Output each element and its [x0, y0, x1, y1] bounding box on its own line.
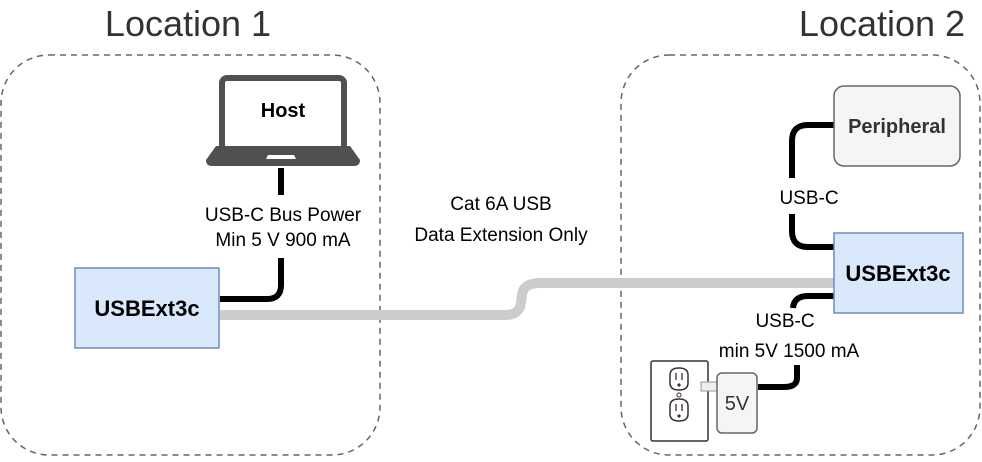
peripheral-link-label: USB-C — [779, 188, 838, 209]
peripheral-label: Peripheral — [848, 116, 946, 138]
adapter-prongs — [700, 381, 719, 392]
extender-remote[interactable]: USBExt3c — [833, 232, 964, 314]
adapter-label: 5V — [725, 393, 750, 415]
power-adapter[interactable]: 5V — [700, 372, 758, 434]
host-power-line1: USB-C Bus Power — [205, 205, 362, 226]
location-1-border — [0, 54, 381, 456]
location-2-zone: Location 2 — [620, 3, 981, 456]
cat6-label-line2: Data Extension Only — [414, 225, 588, 246]
host-laptop[interactable]: Host — [206, 75, 360, 166]
location-2-border — [620, 54, 981, 456]
power-cable-upper[interactable] — [790, 293, 834, 309]
adapter-body — [716, 372, 758, 434]
host-power-line2: Min 5 V 900 mA — [215, 230, 350, 251]
power-cable-lower[interactable] — [758, 365, 800, 390]
location-1-zone: Location 1 — [0, 3, 381, 456]
remote-power-line1: USB-C — [755, 311, 814, 332]
extender-remote-label: USBExt3c — [845, 261, 950, 286]
cat6-cable[interactable] — [220, 278, 836, 320]
wall-outlet-icon — [650, 360, 709, 442]
peripheral-device[interactable]: Peripheral — [833, 85, 961, 167]
extender-local[interactable]: USBExt3c — [74, 267, 220, 349]
location-1-title: Location 1 — [105, 3, 271, 44]
cat6-label-line1: Cat 6A USB — [450, 194, 551, 215]
peripheral-box — [833, 85, 961, 167]
extender-local-box — [74, 267, 220, 349]
laptop-trackpad — [266, 155, 296, 159]
host-label: Host — [261, 100, 306, 122]
peripheral-cable-lower[interactable] — [789, 214, 834, 250]
location-2-title: Location 2 — [799, 3, 965, 44]
peripheral-cable-upper[interactable] — [789, 122, 834, 178]
remote-power-line2: min 5V 1500 mA — [719, 341, 860, 362]
extender-remote-box — [833, 232, 964, 314]
extender-local-label: USBExt3c — [94, 296, 199, 321]
host-cable-lower[interactable] — [220, 258, 284, 302]
